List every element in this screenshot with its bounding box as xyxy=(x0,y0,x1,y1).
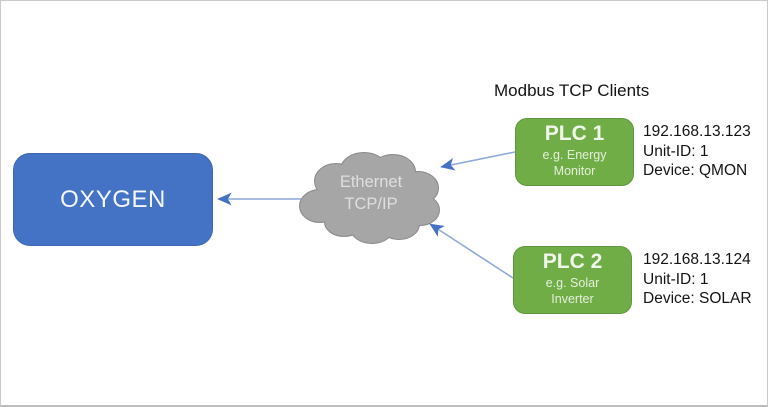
plc2-box: PLC 2 e.g. Solar Inverter xyxy=(513,246,632,314)
diagram-title: Modbus TCP Clients xyxy=(494,81,650,100)
plc1-ip: 192.168.13.123 xyxy=(643,123,751,140)
plc2-name: PLC 2 xyxy=(542,250,603,273)
plc1-device: Device: QMON xyxy=(643,162,748,179)
plc1-box: PLC 1 e.g. Energy Monitor xyxy=(515,118,634,186)
plc2-unit-id: Unit-ID: 1 xyxy=(643,270,709,288)
oxygen-server-box: OXYGEN xyxy=(13,153,213,246)
ethernet-cloud-shape xyxy=(299,152,440,244)
plc1-info: 192.168.13.123 Unit-ID: 1 Device: QMON xyxy=(643,122,751,181)
plc1-desc-line1: e.g. Energy xyxy=(542,148,607,162)
plc1-unit-id: Unit-ID: 1 xyxy=(643,142,709,160)
oxygen-server-label: OXYGEN xyxy=(60,185,166,213)
arrow-plc1-to-cloud xyxy=(440,151,516,171)
plc2-device: Device: SOLAR xyxy=(643,290,752,307)
plc1-name: PLC 1 xyxy=(544,122,605,145)
plc2-desc-line2: Inverter xyxy=(551,292,594,306)
plc2-info: 192.168.13.124 Unit-ID: 1 Device: SOLAR xyxy=(643,250,752,309)
plc2-desc-line1: e.g. Solar xyxy=(545,276,600,290)
plc1-desc-line2: Monitor xyxy=(553,164,596,178)
plc2-ip: 192.168.13.124 xyxy=(643,251,751,268)
